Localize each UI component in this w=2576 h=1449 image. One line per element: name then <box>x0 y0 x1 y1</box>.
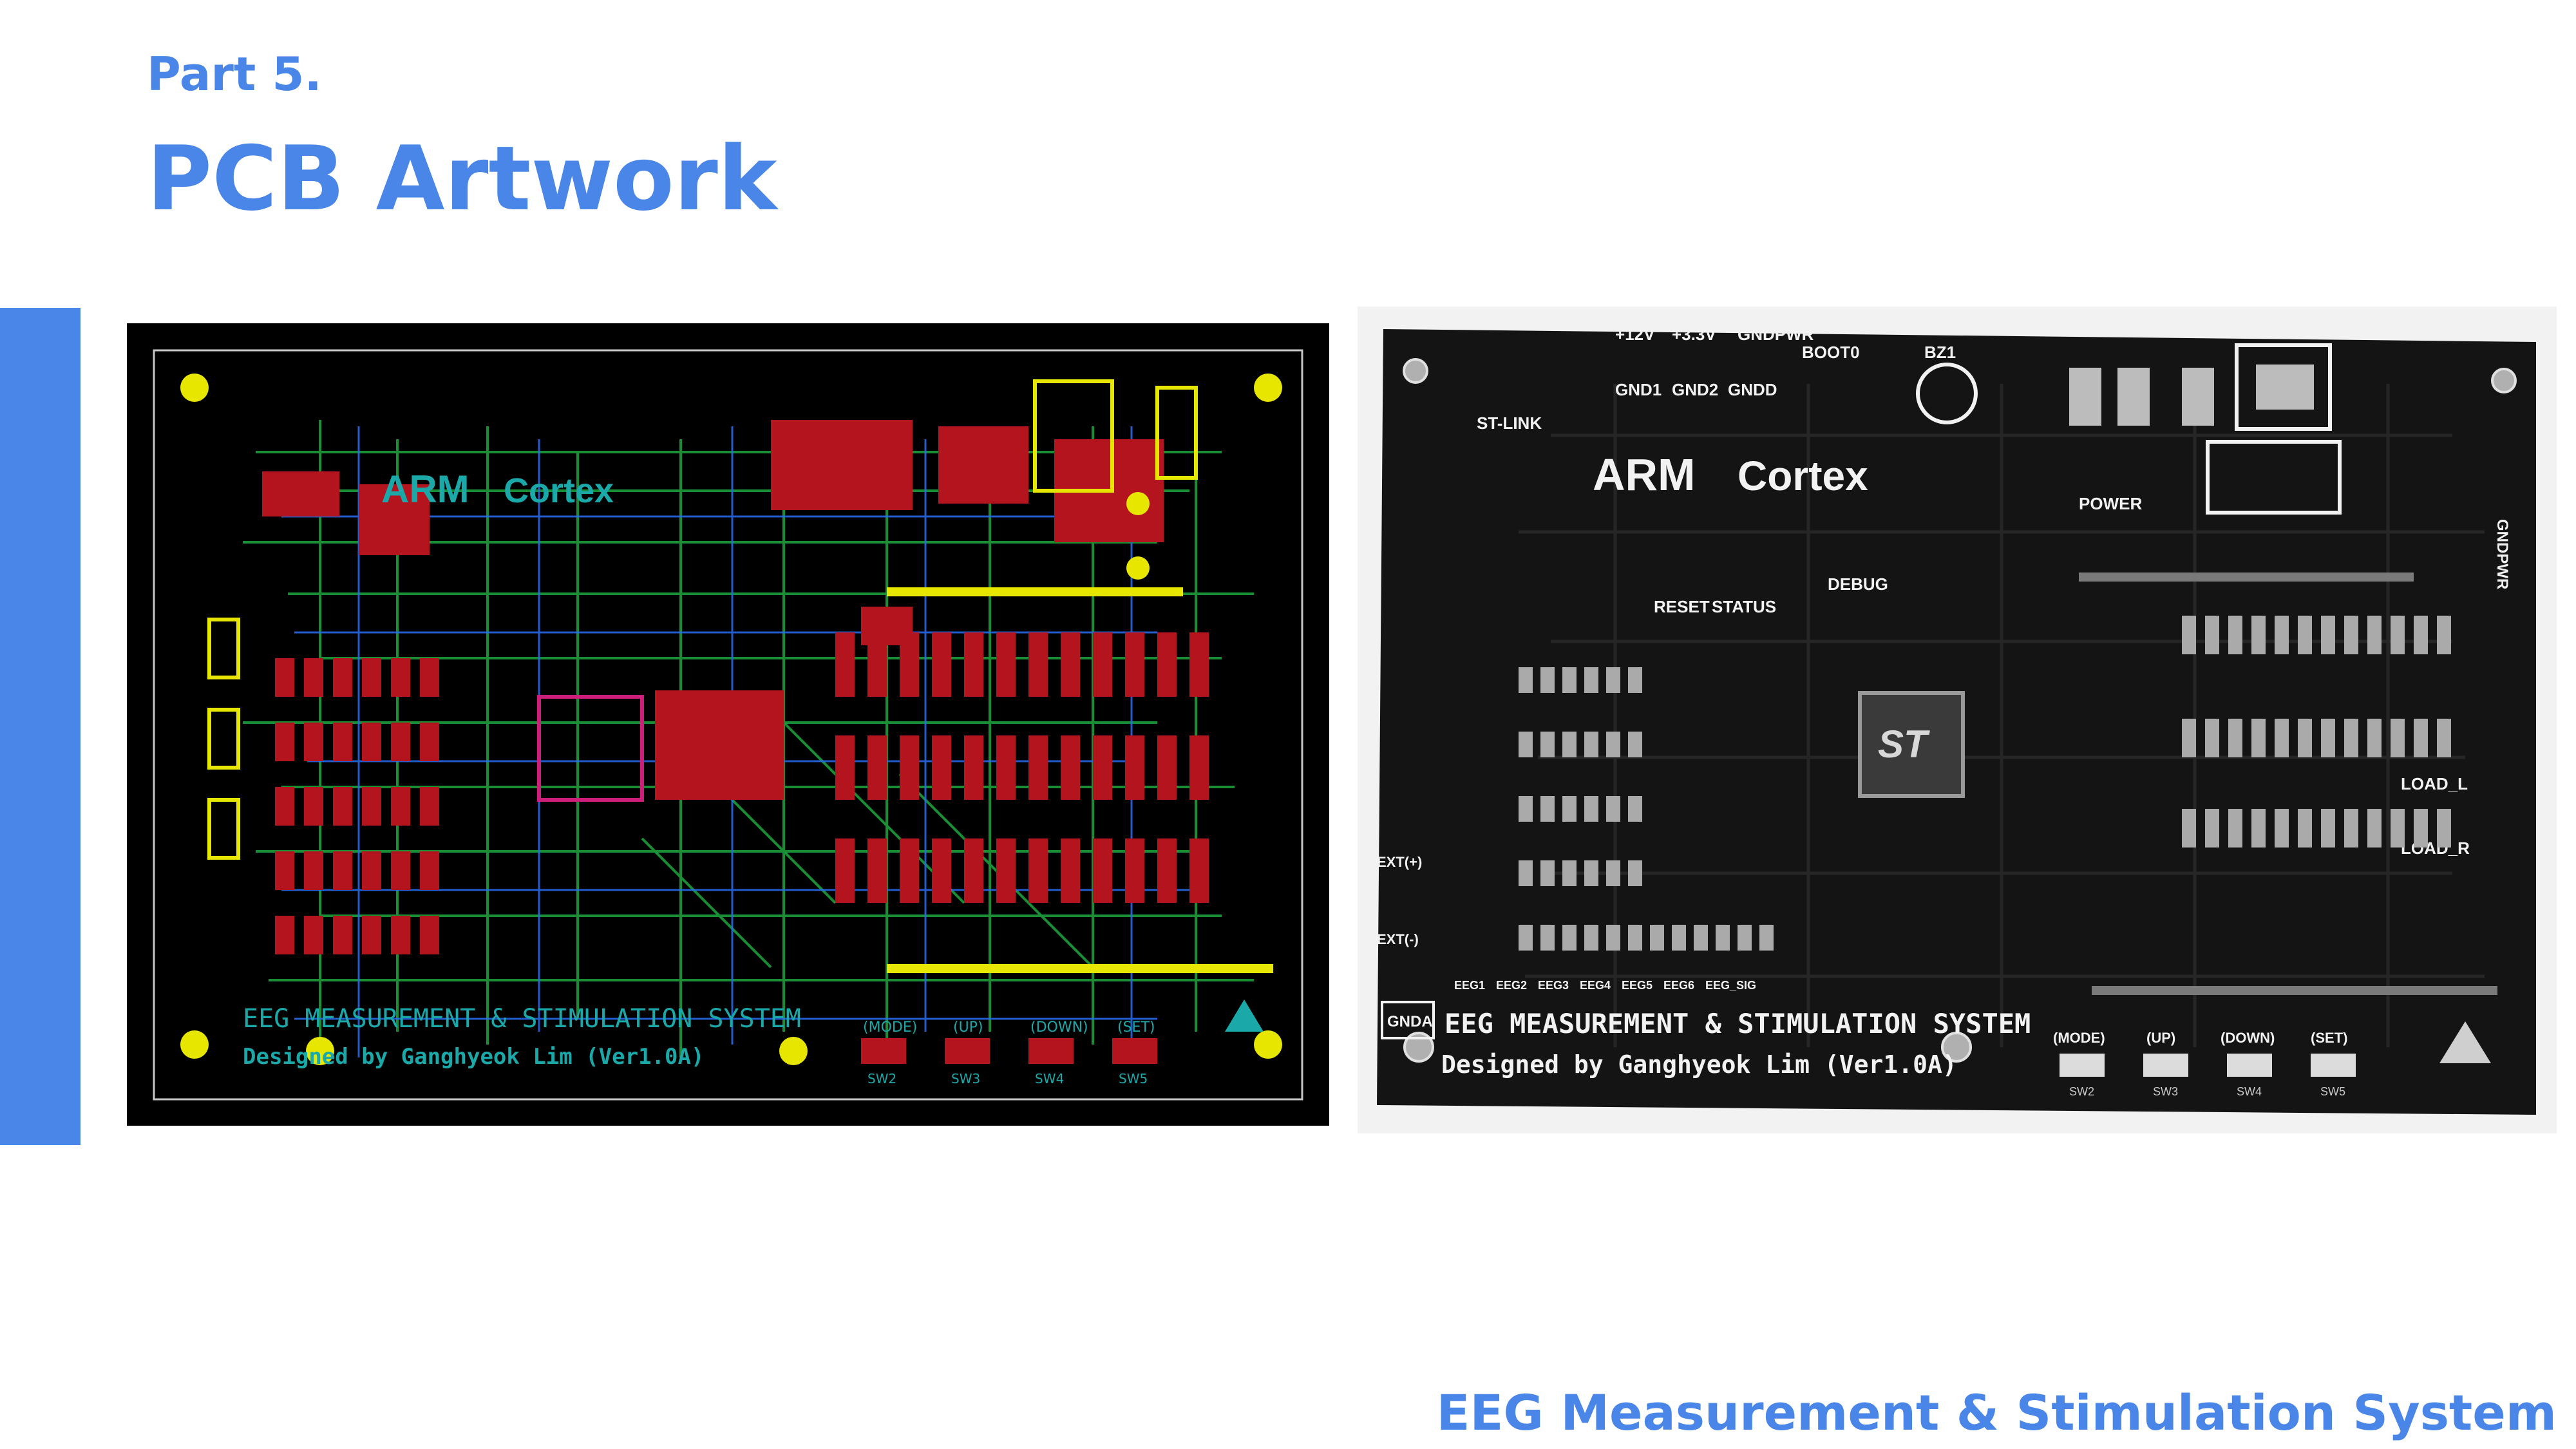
photo-label-gndpwr: GNDPWR <box>1738 325 1814 344</box>
photo-label-status: STATUS <box>1712 597 1776 616</box>
photo-eeg-sig: EEG_SIG <box>1705 979 1756 992</box>
photo-label-ext-minus: EXT(-) <box>1377 931 1419 947</box>
photo-label-ext-plus: EXT(+) <box>1377 854 1422 870</box>
photo-sw5: SW5 <box>2320 1085 2345 1098</box>
photo-label-bz1: BZ1 <box>1924 343 1956 362</box>
photo-eeg3: EEG3 <box>1538 979 1569 992</box>
pcb-layout-image: ARM Cortex EEG MEASUREMENT & STIMULATION… <box>127 323 1329 1126</box>
photo-logo-product: Cortex <box>1738 453 1868 499</box>
photo-eeg1: EEG1 <box>1454 979 1485 992</box>
photo-label-33v: +3.3V <box>1672 325 1716 344</box>
photo-label-boot0: BOOT0 <box>1802 343 1860 362</box>
photo-button-label-down: (DOWN) <box>2221 1030 2275 1046</box>
photo-label-gnd2: GND2 <box>1672 380 1718 399</box>
photo-board-title: EEG MEASUREMENT & STIMULATION SYSTEM <box>1444 1008 2031 1039</box>
artwork-logo-brand: ARM <box>381 468 469 511</box>
artwork-button-label-set: (SET) <box>1117 1019 1155 1036</box>
artwork-sw3: SW3 <box>951 1071 980 1086</box>
artwork-button-label-up: (UP) <box>953 1019 983 1036</box>
artwork-sw5: SW5 <box>1119 1071 1148 1086</box>
photo-eeg2: EEG2 <box>1496 979 1527 992</box>
photo-sw2: SW2 <box>2069 1085 2094 1098</box>
photo-button-label-set: (SET) <box>2311 1030 2347 1046</box>
photo-label-st-link: ST-LINK <box>1477 413 1542 433</box>
photo-label-reset: RESET <box>1654 597 1710 616</box>
artwork-designer: Designed by Ganghyeok Lim (Ver1.0A) <box>243 1044 704 1070</box>
photo-label-gnd1: GND1 <box>1615 380 1662 399</box>
photo-button-label-mode: (MODE) <box>2053 1030 2105 1046</box>
photo-eeg4: EEG4 <box>1580 979 1611 992</box>
photo-eeg6: EEG6 <box>1663 979 1694 992</box>
photo-label-debug: DEBUG <box>1828 574 1888 594</box>
photo-logo-brand: ARM <box>1593 450 1695 500</box>
photo-eeg5: EEG5 <box>1622 979 1653 992</box>
svg-text:ST: ST <box>1878 723 1930 766</box>
photo-label-load-l: LOAD_L <box>2401 774 2468 793</box>
photo-label-load-r: LOAD_R <box>2401 838 2470 858</box>
photo-sw4: SW4 <box>2237 1085 2262 1098</box>
part-label: Part 5. <box>147 47 322 101</box>
photo-label-gndpwr-side: GNDPWR <box>2494 519 2511 589</box>
photo-designer: Designed by Ganghyeok Lim (Ver1.0A) <box>1441 1050 1957 1079</box>
photo-button-label-up: (UP) <box>2146 1030 2175 1046</box>
photo-label-gndd: GNDD <box>1728 380 1777 399</box>
photo-label-power: POWER <box>2079 494 2142 513</box>
artwork-button-label-mode: (MODE) <box>863 1019 917 1036</box>
photo-label-gnda: GNDA <box>1387 1013 1433 1030</box>
artwork-button-label-down: (DOWN) <box>1030 1019 1088 1036</box>
artwork-sw2: SW2 <box>867 1071 896 1086</box>
artwork-board-title: EEG MEASUREMENT & STIMULATION SYSTEM <box>243 1004 801 1034</box>
artwork-sw4: SW4 <box>1035 1071 1064 1086</box>
artwork-logo-product: Cortex <box>504 471 614 510</box>
accent-side-bar <box>0 308 80 1145</box>
pcb-photo-image: +12V +3.3V GNDPWR GND1 GND2 GNDD BOOT0 B… <box>1358 307 2557 1133</box>
footer-project-title: EEG Measurement & Stimulation System <box>1436 1384 2557 1441</box>
photo-label-12v: +12V <box>1615 325 1655 344</box>
photo-sw3: SW3 <box>2153 1085 2178 1098</box>
slide-title: PCB Artwork <box>147 127 777 231</box>
